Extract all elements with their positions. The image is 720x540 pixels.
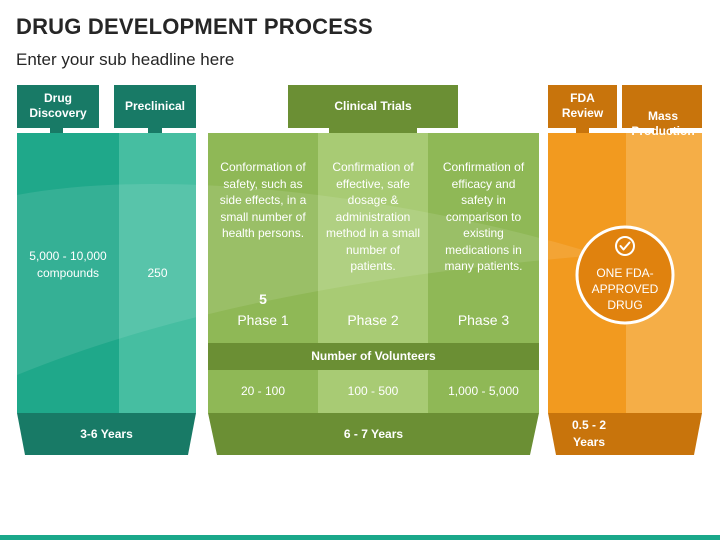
- drug-discovery-header: Drug Discovery: [29, 91, 87, 120]
- fda-review-header-bg: [548, 85, 617, 133]
- mass-production-header: Mass Production: [631, 109, 695, 138]
- phase2-volunteers-cell: [318, 370, 428, 413]
- clinical-group: [208, 85, 539, 455]
- phase1-label: Phase 1: [237, 312, 289, 328]
- drug-discovery-column: [17, 133, 119, 413]
- clinical-duration-shape: [208, 413, 539, 455]
- preclinical-count: 250: [147, 266, 168, 280]
- phase1-volunteers-cell: [208, 370, 318, 413]
- funnel-overlay: [17, 183, 600, 375]
- phase3-label: Phase 3: [457, 312, 510, 328]
- preclinical-header-bg: [114, 85, 196, 133]
- clinical-trials-header-bg: [288, 85, 458, 133]
- discovery-duration-shape: [17, 413, 196, 455]
- phase2-description: Confirmation of effective, safe dosage &…: [325, 160, 421, 273]
- volunteers-header-band: [208, 343, 539, 370]
- phase2-column: [318, 133, 428, 343]
- phase2-volunteers: 100 - 500: [347, 384, 399, 398]
- phase2-label: Phase 2: [347, 312, 399, 328]
- phase1-description: Conformation of safety, such as side eff…: [219, 160, 307, 240]
- approval-duration: 0.5 - 2 Years: [571, 418, 607, 449]
- discovery-group: [17, 85, 196, 455]
- drug-discovery-header-bg: [17, 85, 99, 133]
- approved-drug-circle: [575, 225, 675, 325]
- bottom-stripe: [0, 535, 720, 540]
- preclinical-header: Preclinical: [124, 98, 186, 113]
- phase1-number: 5: [259, 291, 267, 307]
- compounds-count: 5,000 - 10,000 compounds: [29, 249, 107, 280]
- discovery-duration: 3-6 Years: [80, 427, 133, 441]
- phase3-volunteers: 1,000 - 5,000: [448, 384, 519, 398]
- approved-drug-text: ONE FDA-APPROVED DRUG: [591, 266, 659, 312]
- phase3-column: [428, 133, 539, 343]
- phase3-volunteers-cell: [428, 370, 539, 413]
- page-title: DRUG DEVELOPMENT PROCESS: [16, 14, 373, 39]
- phase1-column: [208, 133, 318, 343]
- phase3-description: Confirmation of efficacy and safety in c…: [442, 160, 525, 273]
- phase1-volunteers: 20 - 100: [240, 384, 286, 398]
- preclinical-column: [119, 133, 196, 413]
- clinical-trials-header: Clinical Trials: [334, 98, 412, 113]
- fda-review-header: FDA Review: [561, 91, 604, 120]
- approval-duration-shape: [548, 413, 702, 455]
- clinical-duration: 6 - 7 Years: [343, 427, 404, 441]
- mass-production-header-bg: [622, 85, 702, 133]
- page-subtitle: Enter your sub headline here: [16, 50, 235, 69]
- volunteers-header: Number of Volunteers: [311, 349, 436, 363]
- check-circle-icon: [615, 236, 635, 256]
